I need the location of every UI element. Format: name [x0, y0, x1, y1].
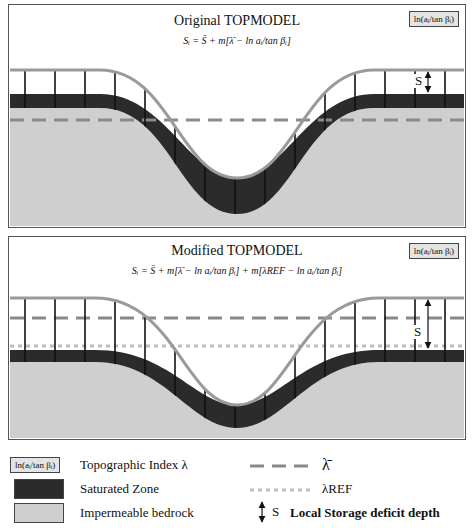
modified-terrain [10, 290, 464, 438]
legend-text: λ̄ [322, 456, 330, 474]
legend-swatch [14, 503, 64, 523]
panel-title: Modified TOPMODEL [9, 243, 465, 259]
index-text: ln(aᵢ/tan βᵢ) [414, 246, 454, 256]
formula: Sᵢ = S̄ + m[λ̄ − ln aᵢ/tan βᵢ] + m[λREF … [9, 265, 465, 276]
original-terrain [10, 60, 464, 226]
index-box: ln(aᵢ/tan βᵢ) [409, 243, 459, 259]
model-panel: Modified TOPMODEL Sᵢ = S̄ + m[λ̄ − ln aᵢ/… [8, 236, 466, 440]
index-sample: ln(aᵢ/tan βᵢ) [10, 457, 60, 473]
index-box: ln(aᵢ/tan βᵢ) [409, 11, 459, 27]
legend-symbol: S [272, 504, 279, 520]
deficit-label: S [412, 325, 423, 339]
legend-swatch [14, 479, 64, 499]
index-text: ln(aᵢ/tan βᵢ) [414, 14, 454, 24]
panel-title: Original TOPMODEL [9, 13, 465, 29]
legend-text: λREF [322, 481, 352, 497]
legend-text: Topographic Index λ [80, 457, 188, 473]
legend-text: Local Storage deficit depth [290, 505, 440, 521]
formula: Sᵢ = S̄ + m[λ̄ − ln aᵢ/tan βᵢ] [9, 35, 465, 46]
legend-text: Saturated Zone [80, 481, 159, 497]
model-panel: Original TOPMODEL Sᵢ = S̄ + m[λ̄ − ln aᵢ/… [8, 4, 466, 228]
deficit-label: S [413, 74, 424, 88]
legend-text: Impermeable bedrock [80, 505, 194, 521]
